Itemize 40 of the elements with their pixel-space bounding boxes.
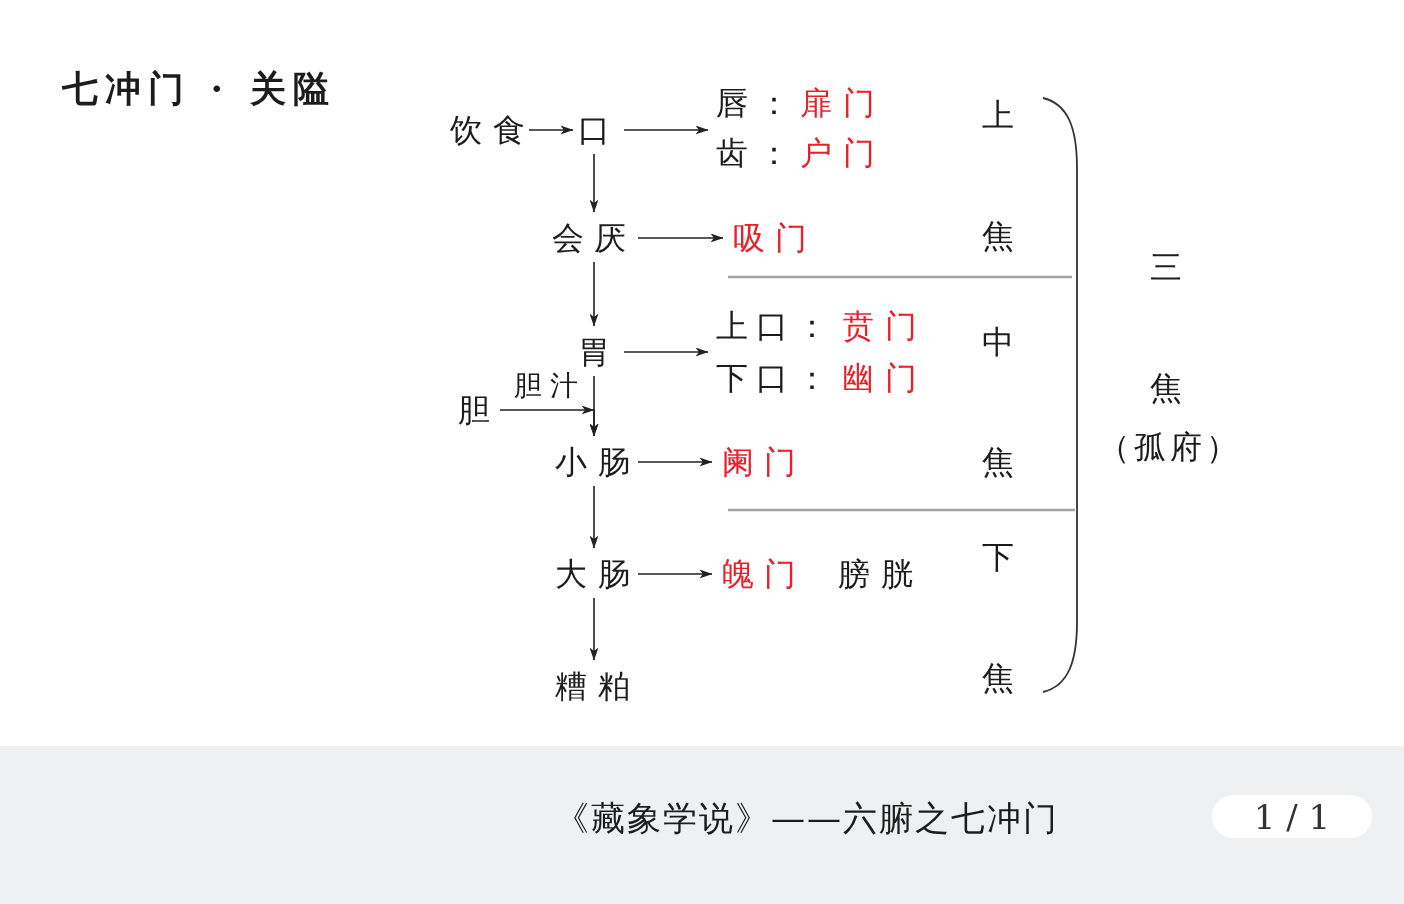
vertical-label: 下焦 <box>982 541 1014 694</box>
part-label: 下口： <box>716 360 828 396</box>
arrow <box>637 457 713 467</box>
organ-label: 大肠 <box>555 556 630 592</box>
arrow <box>637 233 724 243</box>
arrow <box>589 597 599 661</box>
gate-label: 阑门 <box>722 444 796 480</box>
arrow <box>499 406 599 437</box>
gate-label: 魄门 <box>722 556 796 592</box>
part-label: 齿： <box>716 135 790 171</box>
gate-label: 贲门 <box>842 308 917 344</box>
part-label: 唇： <box>716 85 790 121</box>
organ-label: 膀胱 <box>838 554 913 594</box>
organ-label: 会厌 <box>552 220 626 256</box>
organ-label: 口 <box>578 112 610 148</box>
page-indicator: 1 / 1 <box>1212 795 1372 838</box>
gate-label: 幽门 <box>842 360 917 396</box>
arrow <box>589 485 599 549</box>
arrow <box>623 347 709 357</box>
food-label: 饮食 <box>450 112 525 148</box>
waste-label: 糟粕 <box>555 668 630 704</box>
organ-label: 胆 <box>458 392 490 428</box>
vertical-label: 三焦 <box>1150 251 1182 404</box>
organ-label: 胃 <box>578 334 610 370</box>
note-label: （孤府） <box>1098 427 1238 467</box>
vertical-label: 上焦 <box>982 99 1014 252</box>
part-label: 上口： <box>716 308 828 344</box>
organ-label: 小肠 <box>555 444 630 480</box>
gate-label: 户门 <box>800 135 875 171</box>
gate-label: 扉门 <box>800 85 875 121</box>
arrow <box>528 125 574 135</box>
diagram-title: 七冲门 · 关隘 <box>62 68 329 108</box>
arrow <box>637 569 713 579</box>
gate-label: 吸门 <box>733 220 807 256</box>
vertical-label: 中焦 <box>982 326 1014 478</box>
footer-title: 《藏象学说》——六腑之七冲门 <box>555 798 1057 838</box>
arrow <box>623 125 709 135</box>
arrow <box>589 261 599 327</box>
arrow <box>589 153 599 213</box>
edge-label: 胆汁 <box>514 370 578 402</box>
